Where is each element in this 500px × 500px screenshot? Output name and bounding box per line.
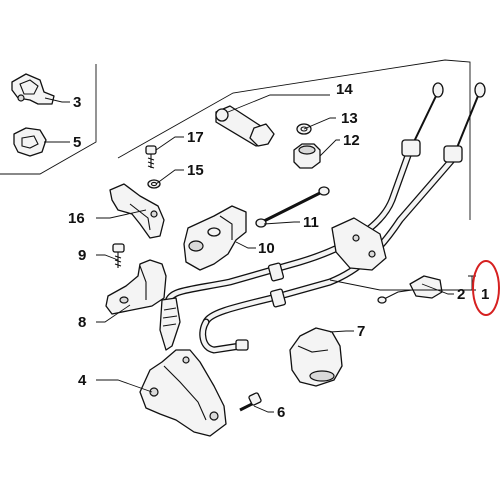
part-8-mount[interactable] <box>105 259 167 315</box>
callout-1-highlight-ellipse <box>472 260 500 316</box>
callout-7[interactable]: 7 <box>357 323 365 340</box>
inset-frame <box>0 64 97 175</box>
callout-labels: 3 5 14 13 12 17 15 16 9 8 10 11 4 6 7 2 … <box>68 81 489 421</box>
part-10-lever-bracket[interactable] <box>183 205 247 271</box>
part-16-bracket[interactable] <box>109 183 165 239</box>
callout-14[interactable]: 14 <box>336 81 353 98</box>
callout-10[interactable]: 10 <box>258 240 275 257</box>
part-1-cable-assembly[interactable] <box>159 82 486 354</box>
callout-2[interactable]: 2 <box>457 286 465 303</box>
callout-12[interactable]: 12 <box>343 132 360 149</box>
callout-16[interactable]: 16 <box>68 210 85 227</box>
callout-11[interactable]: 11 <box>303 214 319 231</box>
callout-15[interactable]: 15 <box>187 162 204 179</box>
part-15-washer[interactable] <box>147 179 161 189</box>
callout-5[interactable]: 5 <box>73 134 81 151</box>
part-2-connector[interactable] <box>377 275 443 304</box>
part-17-screw[interactable] <box>145 145 157 169</box>
part-5-clip[interactable] <box>13 127 47 157</box>
callout-8[interactable]: 8 <box>78 314 86 331</box>
part-14-pin[interactable] <box>215 105 275 147</box>
callout-3[interactable]: 3 <box>73 94 81 111</box>
callout-1[interactable]: 1 <box>481 286 489 303</box>
part-12-nut[interactable] <box>293 143 321 169</box>
leader-lines <box>44 94 476 413</box>
part-6-bolt[interactable] <box>239 392 262 412</box>
callout-4[interactable]: 4 <box>78 372 87 389</box>
part-4-mounting-bracket[interactable] <box>139 349 227 437</box>
part-11-link-rod[interactable] <box>255 186 330 228</box>
callout-17[interactable]: 17 <box>187 129 204 146</box>
callout-13[interactable]: 13 <box>341 110 358 127</box>
callout-6[interactable]: 6 <box>277 404 285 421</box>
part-9-bolt[interactable] <box>112 243 125 268</box>
part-3-clip[interactable] <box>11 73 55 105</box>
callout-9[interactable]: 9 <box>78 247 86 264</box>
part-7-boot[interactable] <box>289 327 343 387</box>
